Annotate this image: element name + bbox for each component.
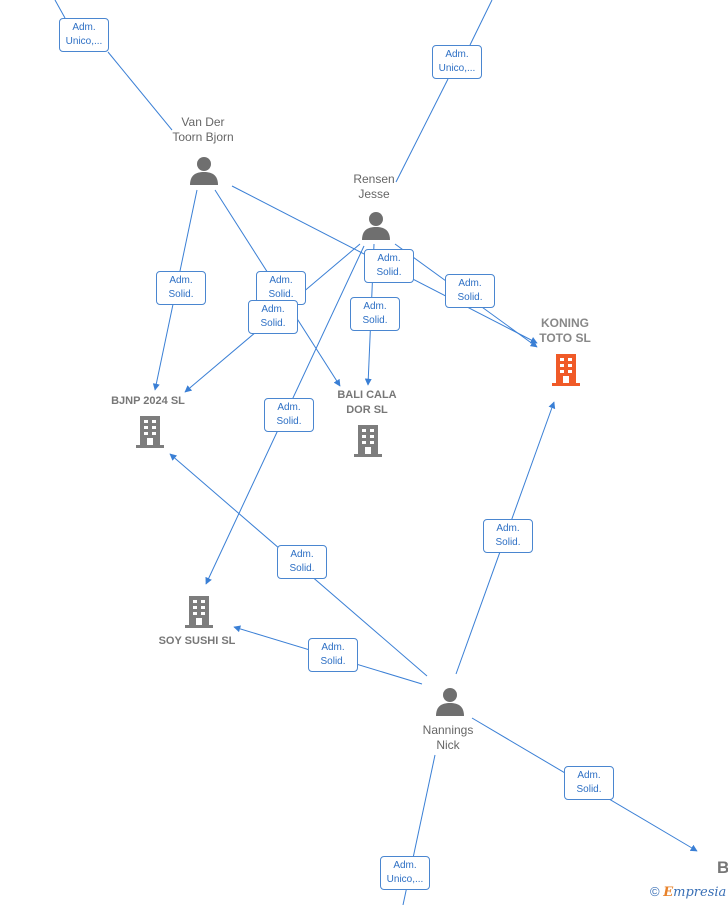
edge-label[interactable]: Adm.Solid. <box>350 297 400 331</box>
edge-label[interactable]: Adm.Unico,... <box>432 45 482 79</box>
building-icon[interactable] <box>183 594 215 628</box>
edge-label[interactable]: Adm.Solid. <box>277 545 327 579</box>
person-icon[interactable] <box>434 686 466 718</box>
building-icon-highlight[interactable] <box>550 352 582 386</box>
edge-label[interactable]: Adm.Solid. <box>564 766 614 800</box>
edge-label[interactable]: Adm.Unico,... <box>380 856 430 890</box>
relation-edge <box>54 0 66 19</box>
edge-label[interactable]: Adm.Solid. <box>156 271 206 305</box>
edge-label[interactable]: Adm.Solid. <box>483 519 533 553</box>
edge-label[interactable]: Adm.Solid. <box>256 271 306 305</box>
edge-label[interactable]: Adm.Solid. <box>364 249 414 283</box>
relation-edge <box>469 0 493 46</box>
cut-off-company-label: B <box>717 858 728 877</box>
relation-edge <box>395 78 449 183</box>
company-label-bjnp-2024-sl[interactable]: BJNP 2024 SL <box>111 395 185 407</box>
edge-label[interactable]: Adm.Solid. <box>445 274 495 308</box>
edge-label[interactable]: Adm.Solid. <box>248 300 298 334</box>
relation-edge <box>107 51 173 131</box>
brand-name: Empresia <box>663 885 727 900</box>
building-icon[interactable] <box>134 414 166 448</box>
edge-label[interactable]: Adm.Solid. <box>308 638 358 672</box>
person-icon[interactable] <box>188 155 220 187</box>
building-icon[interactable] <box>352 423 384 457</box>
empresia-watermark: © Empresia <box>650 884 726 900</box>
copyright-symbol: © <box>650 884 660 899</box>
company-label-soy-sushi-sl[interactable]: SOY SUSHI SL <box>158 635 236 647</box>
person-icon[interactable] <box>360 210 392 242</box>
edge-label[interactable]: Adm.Unico,... <box>59 18 109 52</box>
edge-label[interactable]: Adm.Solid. <box>264 398 314 432</box>
